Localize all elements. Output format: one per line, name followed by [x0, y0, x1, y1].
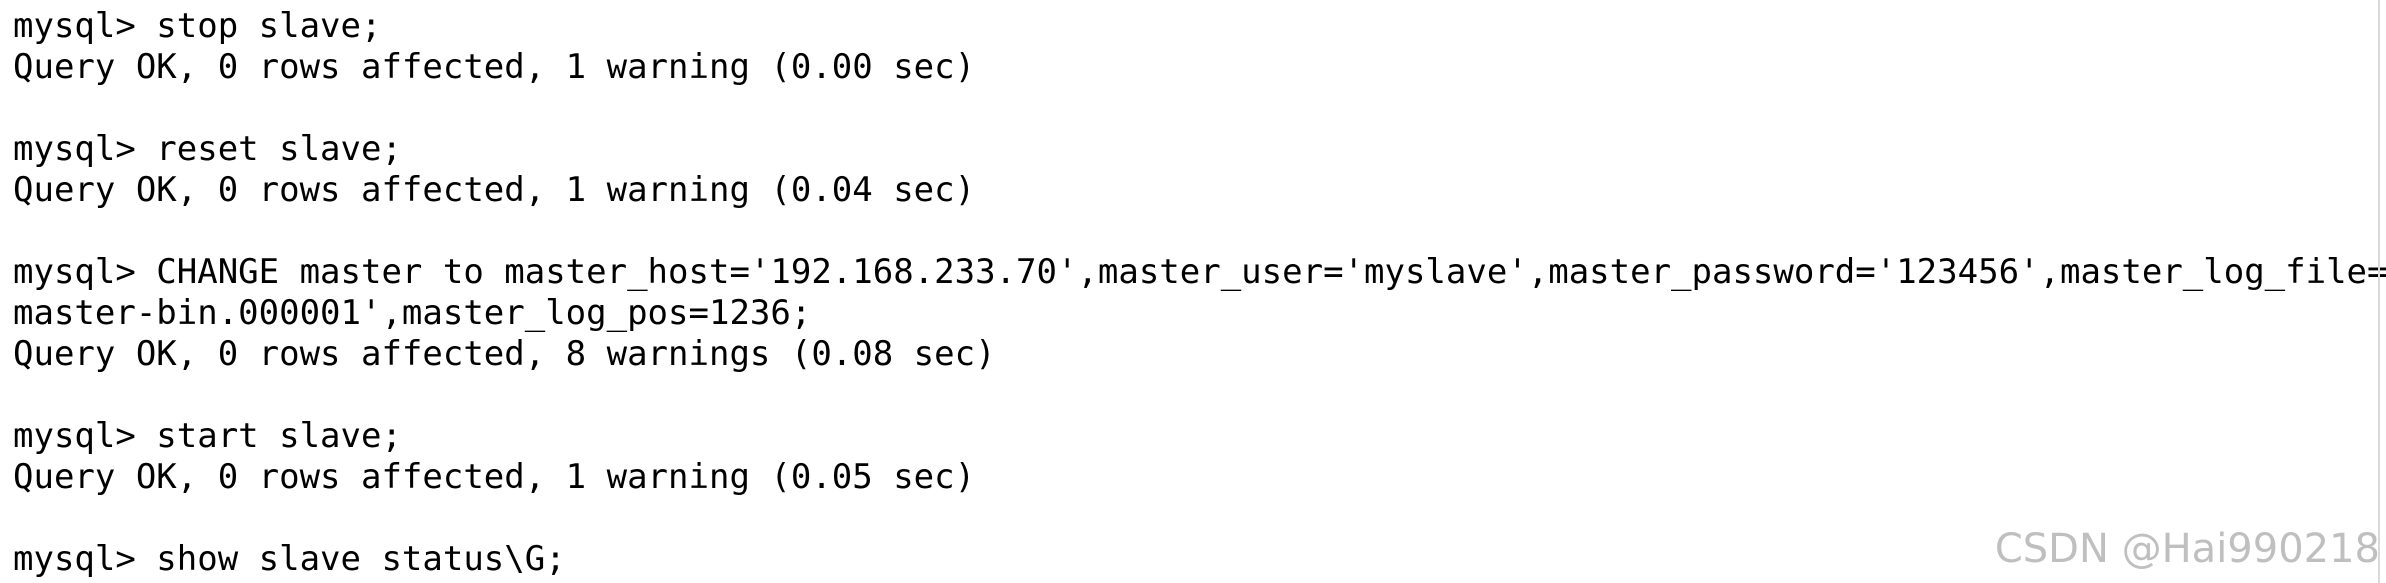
- terminal-line-change-master-command: mysql> CHANGE master to master_host='192…: [13, 252, 2386, 292]
- terminal-line-reset-slave-command: mysql> reset slave;: [13, 129, 402, 169]
- terminal-line-change-master-continuation: master-bin.000001',master_log_pos=1236;: [13, 293, 812, 333]
- csdn-watermark: CSDN @Hai990218: [1994, 526, 2380, 572]
- terminal-line-blank: [13, 88, 2386, 129]
- window-right-border: [2378, 0, 2380, 583]
- terminal-line-blank: [13, 375, 2386, 416]
- terminal-line-start-slave-result: Query OK, 0 rows affected, 1 warning (0.…: [13, 457, 976, 497]
- terminal-line-stop-slave-command: mysql> stop slave;: [13, 6, 382, 46]
- terminal-line-stop-slave-result: Query OK, 0 rows affected, 1 warning (0.…: [13, 47, 976, 87]
- terminal-line-reset-slave-result: Query OK, 0 rows affected, 1 warning (0.…: [13, 170, 976, 210]
- terminal-line-blank: [13, 211, 2386, 252]
- terminal-line-start-slave-command: mysql> start slave;: [13, 416, 402, 456]
- terminal-line-change-master-result: Query OK, 0 rows affected, 8 warnings (0…: [13, 334, 996, 374]
- terminal-line-show-slave-status-command: mysql> show slave status\G;: [13, 539, 566, 579]
